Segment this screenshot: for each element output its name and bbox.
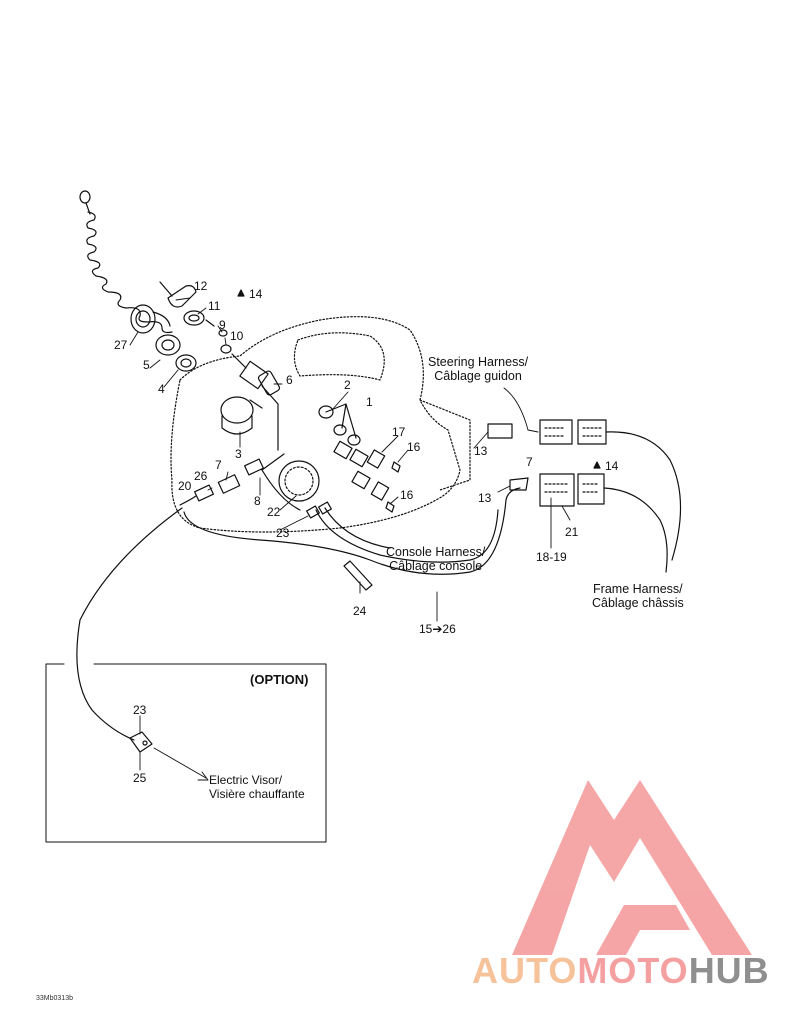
callout-5: 5 (143, 358, 150, 372)
callout-13: 13 (478, 491, 492, 505)
callout-11: 11 (208, 299, 221, 313)
callout-14: 14 (605, 459, 619, 473)
connector-23 (306, 501, 332, 519)
callout-12: 12 (194, 279, 208, 293)
steering-harness-label-fr: Câblage guidon (434, 369, 522, 383)
wordmark-moto: MOTO (577, 950, 689, 991)
tether-switch-cap (167, 285, 247, 369)
callout-25: 25 (133, 771, 147, 785)
callout-16: 16 (400, 488, 414, 502)
electric-visor-label-fr: Visière chauffante (209, 787, 305, 801)
frame-harness-connectors (509, 461, 668, 573)
sleeve-24 (343, 560, 373, 591)
callout-21: 21 (565, 525, 579, 539)
callout-20: 20 (178, 479, 192, 493)
option-title: (OPTION) (250, 672, 309, 687)
callout-8: 8 (254, 494, 261, 508)
callout-range-15-26: 15➔26 (419, 622, 456, 636)
callout-10: 10 (230, 329, 244, 343)
electric-visor-label: Electric Visor/ Visière chauffante (209, 773, 305, 801)
frame-harness-label-fr: Câblage châssis (592, 596, 684, 610)
callout-3: 3 (235, 447, 242, 461)
wordmark-auto: AUTO (472, 950, 578, 991)
console-harness-label-en: Console Harness/ (386, 545, 486, 559)
callout-23: 23 (133, 703, 147, 717)
option-frame (45, 663, 327, 843)
watermark-triangle-logo (512, 780, 752, 955)
callout-18-19: 18-19 (536, 550, 567, 564)
callout-17: 17 (392, 425, 406, 439)
frame-harness-label-en: Frame Harness/ (593, 582, 683, 596)
callout-26: 26 (194, 469, 208, 483)
steering-harness-connectors (487, 419, 682, 561)
callout-13: 13 (474, 444, 488, 458)
callout-23: 23 (276, 526, 290, 540)
electric-visor-label-en: Electric Visor/ (209, 773, 283, 787)
callout-22: 22 (267, 505, 281, 519)
tether-cord-coil (79, 190, 173, 334)
callout-6: 6 (286, 373, 293, 387)
console-harness-label-fr: Câblage console (389, 559, 483, 573)
callout-7: 7 (215, 458, 222, 472)
wordmark-hub: HUB (688, 950, 770, 991)
frame-harness-label: Frame Harness/ Câblage châssis (592, 582, 684, 610)
switch-6 (257, 370, 281, 396)
nut-5-and-ring-4 (155, 334, 197, 372)
drawing-code: 33Mb0313b (36, 995, 73, 1002)
leader-lines (129, 297, 571, 781)
steering-harness-label: Steering Harness/ Câblage guidon (428, 355, 528, 383)
ignition-switch (220, 360, 279, 451)
steering-harness-label-en: Steering Harness/ (428, 355, 529, 369)
visor-connector (129, 731, 153, 753)
callout-24: 24 (353, 604, 367, 618)
console-harness-label: Console Harness/ Câblage console (386, 545, 485, 573)
callout-4: 4 (158, 382, 165, 396)
cap-27 (130, 304, 171, 334)
console-harness-wires (76, 469, 521, 741)
callout-7: 7 (526, 455, 533, 469)
switch-cluster (318, 403, 401, 513)
callout-16: 16 (407, 440, 421, 454)
callout-9: 9 (219, 318, 226, 332)
callout-1: 1 (366, 395, 373, 409)
callout-2: 2 (344, 378, 351, 392)
callout-27: 27 (114, 338, 128, 352)
callout-14: 14 (249, 287, 263, 301)
console-outline (170, 316, 471, 533)
watermark-wordmark: AUTOMOTOHUB (472, 950, 770, 992)
gauge-22 (278, 460, 320, 502)
